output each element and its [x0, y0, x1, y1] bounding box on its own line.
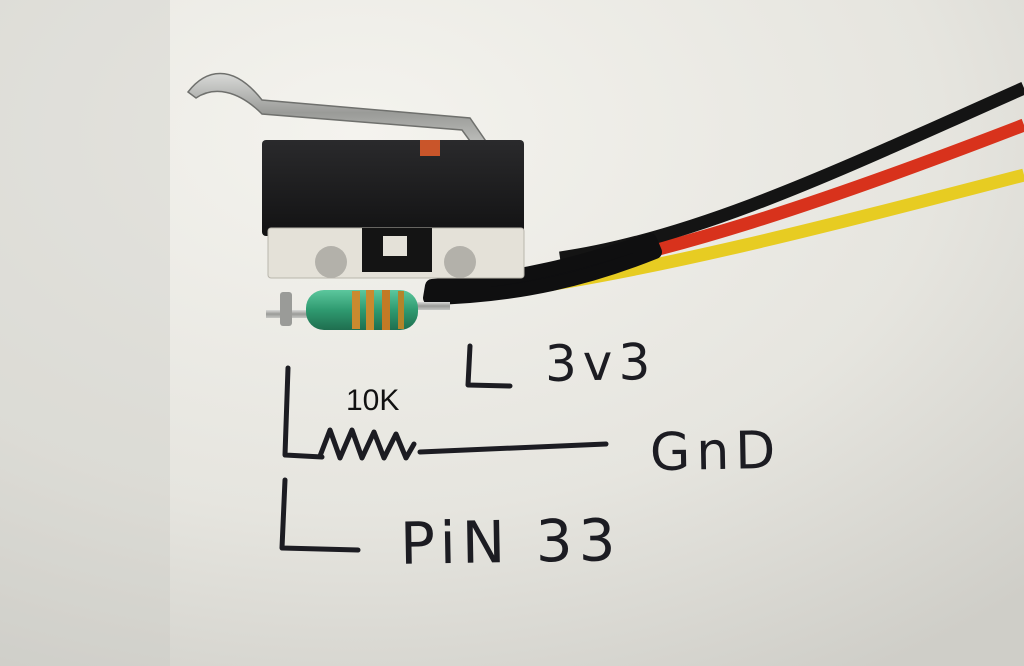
shadow-left — [0, 0, 170, 666]
ground-label: GnD — [649, 420, 782, 484]
mount-hole-left — [315, 246, 347, 278]
mount-hole-right — [444, 246, 476, 278]
micro-switch — [262, 140, 525, 279]
pin-label: PiN 33 — [399, 506, 623, 578]
power-label: 3v3 — [544, 333, 657, 393]
bracket-3v3 — [465, 343, 513, 389]
ground-line — [417, 441, 609, 455]
resistor — [266, 290, 450, 330]
hand-drawn-schematic — [279, 343, 609, 553]
bracket-bottom — [279, 477, 361, 553]
resistor-band-4 — [398, 291, 404, 329]
resistor-band-1 — [352, 291, 360, 329]
resistor-band-3 — [382, 290, 390, 330]
resistor-value-label: 10K — [346, 384, 400, 417]
switch-plunger — [420, 140, 440, 156]
bracket-top — [282, 365, 325, 460]
resistor-zigzag — [317, 427, 417, 461]
resistor-band-2 — [366, 290, 374, 330]
